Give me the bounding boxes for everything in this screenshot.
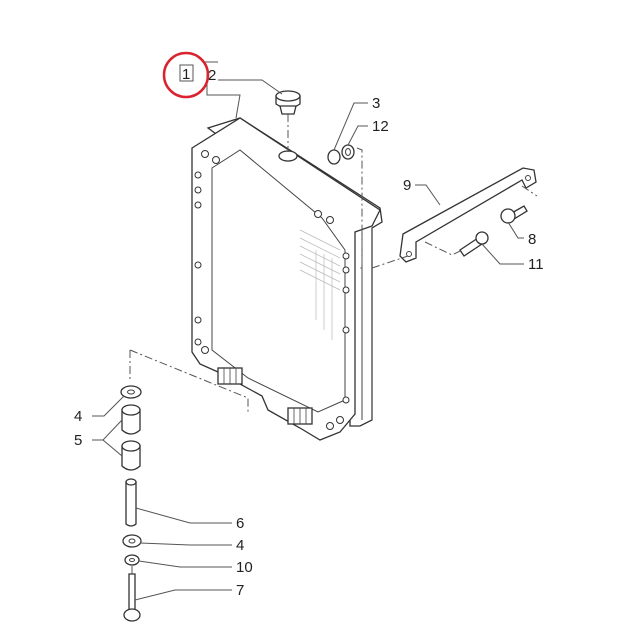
callout-2: 2 [208,67,216,84]
callout-6: 6 [236,515,244,532]
callout-11: 11 [528,256,544,273]
callout-5: 5 [74,432,82,449]
highlight-circle [162,51,210,99]
callout-8: 8 [528,231,536,248]
callout-1: 1 [182,66,190,83]
washers-3-12 [327,144,363,269]
mounting-stack [120,385,142,622]
callout-4-lower: 4 [236,537,244,554]
callout-12: 12 [372,118,389,135]
callout-7: 7 [236,582,244,599]
leader-lines [92,61,524,601]
callout-10: 10 [236,559,253,576]
callout-4-upper: 4 [74,408,82,425]
callout-1-box [179,64,194,82]
bolt-11 [459,231,489,257]
radiator-core [191,117,383,441]
bolt-8 [500,205,528,224]
callout-9: 9 [403,177,411,194]
callout-labels: 1 2 3 12 9 8 11 4 5 6 4 10 7 [74,66,544,599]
callout-3: 3 [372,95,380,112]
